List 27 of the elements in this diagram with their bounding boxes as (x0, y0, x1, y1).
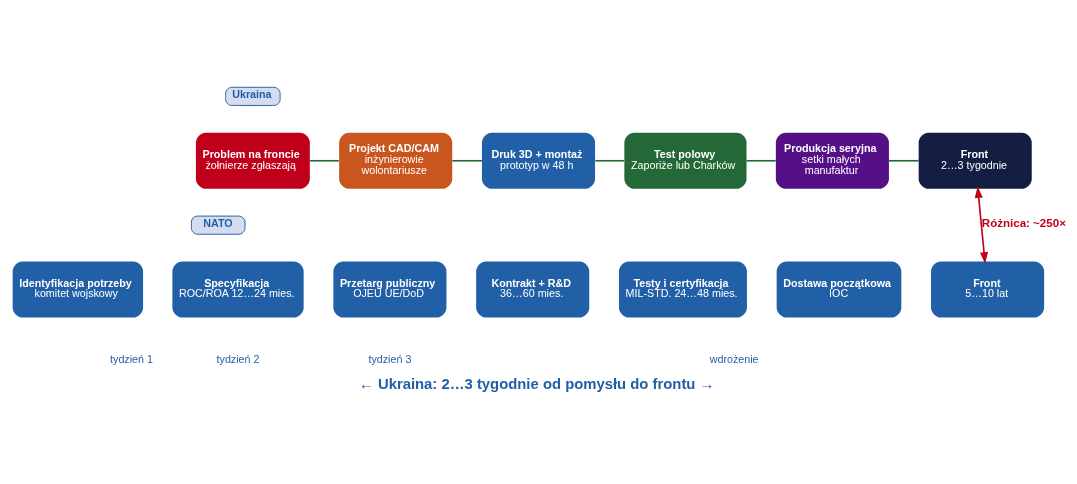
connector (745, 159, 777, 162)
node-box: Produkcja seryjna setki małych manufaktur (775, 132, 889, 189)
label: wdrożenie (709, 352, 759, 365)
node-box: Front 2…3 tygodnie (918, 132, 1032, 189)
arrow (974, 185, 989, 264)
label: tydzień 3 (368, 352, 412, 365)
caption: ← Ukraina: 2…3 tygodnie od pomysłu do frontu → (358, 375, 715, 392)
node-box: Dostawa początkowa IOC (776, 261, 902, 318)
label: tydzień 1 (110, 352, 153, 365)
connector (451, 159, 483, 162)
node-box: Ukraina (225, 86, 281, 106)
node-box: Druk 3D + montaż prototyp w 48 h (481, 132, 596, 189)
node-box: Problem na froncie żołnierze zgłaszają (195, 132, 310, 189)
edge-label: Różnica: ~250× (981, 216, 1066, 229)
node-box: NATO (190, 215, 246, 235)
node-box: Przetarg publiczny OJEU UE/DoD (333, 261, 447, 318)
node-box: Projekt CAD/CAM inżynierowie wolontariusze (339, 132, 453, 189)
node-box: Testy i certyfikacja MIL-STD. 24…48 mies. (619, 261, 747, 318)
node-box: Kontrakt + R&D 36…60 mies. (476, 261, 590, 318)
connector (309, 159, 340, 162)
connector (594, 159, 625, 162)
node-box: Front 5…10 lat (931, 261, 1045, 318)
node-box: Identyfikacja potrzeby komitet wojskowy (12, 261, 144, 318)
connector (888, 159, 920, 162)
node-box: Specyfikacja ROC/ROA 12…24 mies. (172, 261, 304, 318)
label: tydzień 2 (216, 352, 260, 365)
node-box: Test polowy Zaporiże lub Charków (624, 132, 747, 189)
